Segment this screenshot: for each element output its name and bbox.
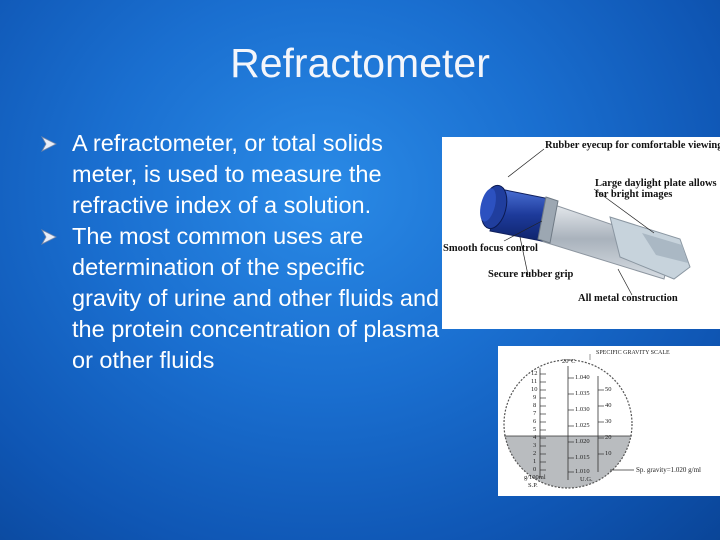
- label-eyecup: Rubber eyecup for comfortable viewing: [545, 140, 720, 151]
- protein-tick: 3: [533, 442, 537, 449]
- right-tick: 50: [605, 386, 612, 393]
- protein-tick: 6: [533, 418, 537, 425]
- label-rubber-grip: Secure rubber grip: [488, 269, 574, 280]
- sg-tick: 1.025: [575, 422, 590, 429]
- label-daylight-plate: Large daylight plate allows for bright i…: [595, 178, 717, 200]
- protein-tick: 10: [531, 386, 538, 393]
- right-tick: 20: [605, 434, 612, 441]
- label-metal-construction: All metal construction: [578, 293, 678, 304]
- protein-tick: 5: [533, 426, 537, 433]
- protein-tick: 12: [531, 370, 538, 377]
- left-unit-label: g/100ml: [524, 474, 546, 481]
- sg-scale-illustration: [503, 354, 634, 489]
- protein-tick: 2: [533, 450, 537, 457]
- protein-tick: 0: [533, 466, 537, 473]
- refractometer-image: Rubber eyecup for comfortable viewing La…: [442, 137, 720, 329]
- bullet-text: The most common uses are determination o…: [72, 223, 440, 373]
- right-tick: 30: [605, 418, 612, 425]
- left-sub-label: S.P.: [528, 482, 538, 489]
- protein-tick: 7: [533, 410, 537, 417]
- sg-tick: 1.030: [575, 406, 590, 413]
- arrow-bullet-icon: [40, 136, 57, 152]
- sg-tick: 1.010: [575, 468, 590, 475]
- bottom-mid-label: U.G.: [580, 476, 593, 483]
- arrow-bullet-icon: [40, 229, 57, 245]
- right-tick: 40: [605, 402, 612, 409]
- sg-reading-label: Sp. gravity=1.020 g/ml: [636, 466, 702, 474]
- bullet-item: The most common uses are determination o…: [40, 221, 440, 376]
- bullet-list: A refractometer, or total solids meter, …: [40, 128, 440, 376]
- label-focus-control: Smooth focus control: [443, 243, 538, 254]
- protein-tick: 4: [533, 434, 537, 441]
- sg-tick: 1.040: [575, 374, 590, 381]
- bullet-text: A refractometer, or total solids meter, …: [72, 130, 383, 218]
- specific-gravity-scale-image: SPECIFIC GRAVITY SCALE 20°C 12 11 10 9 8…: [498, 346, 720, 496]
- sg-scale-header: SPECIFIC GRAVITY SCALE: [596, 350, 670, 356]
- sg-tick: 1.015: [575, 454, 590, 461]
- bullet-item: A refractometer, or total solids meter, …: [40, 128, 440, 221]
- sg-tick: 1.035: [575, 390, 590, 397]
- protein-tick: 8: [533, 402, 537, 409]
- protein-tick: 1: [533, 458, 537, 465]
- protein-tick: 11: [531, 378, 538, 385]
- sg-tick: 1.020: [575, 438, 590, 445]
- refractometer-illustration: [480, 148, 691, 296]
- right-tick: 10: [605, 450, 612, 457]
- slide-title: Refractometer: [230, 40, 490, 86]
- sg-temp-label: 20°C: [562, 358, 576, 365]
- protein-tick: 9: [533, 394, 537, 401]
